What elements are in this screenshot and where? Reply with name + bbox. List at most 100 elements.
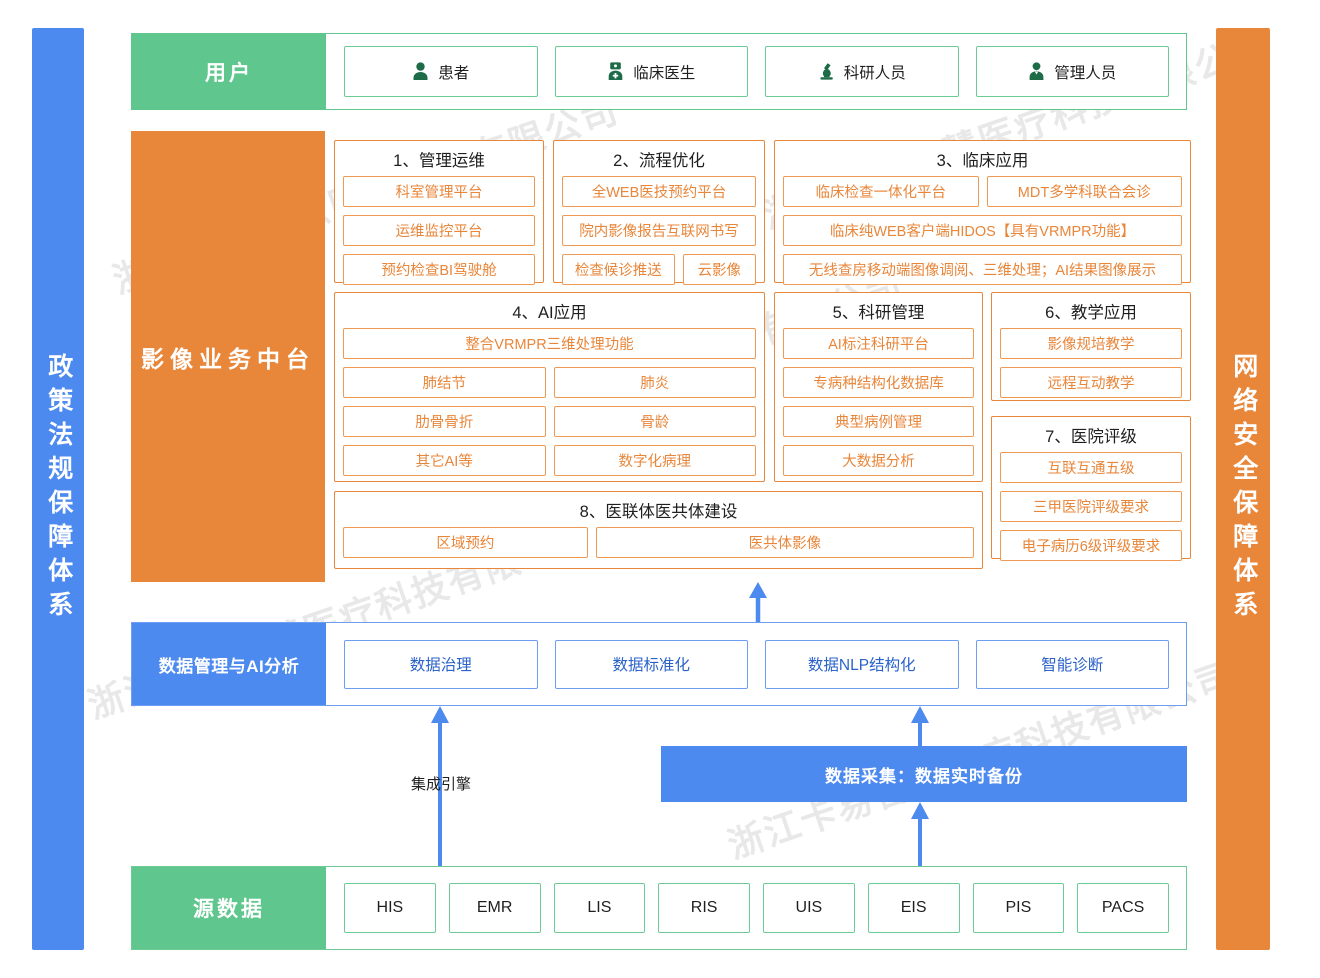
arrow-source-to-collection bbox=[911, 802, 929, 866]
source-card-his[interactable]: HIS bbox=[344, 883, 436, 933]
feature-box[interactable]: 电子病历6级评级要求 bbox=[1000, 530, 1182, 561]
group-row: 全WEB医技预约平台 bbox=[554, 176, 764, 215]
group-row: 预约检查BI驾驶舱 bbox=[335, 254, 543, 293]
group-row: 肺结节 肺炎 bbox=[335, 367, 764, 406]
group-row: 整合VRMPR三维处理功能 bbox=[335, 328, 764, 367]
source-card-uis[interactable]: UIS bbox=[763, 883, 855, 933]
person-icon bbox=[413, 62, 428, 80]
arrow-collection-to-data bbox=[911, 706, 929, 748]
feature-box[interactable]: 三甲医院评级要求 bbox=[1000, 491, 1182, 522]
group-row: AI标注科研平台 bbox=[775, 328, 982, 367]
user-card-label: 临床医生 bbox=[633, 64, 696, 82]
network-security-pillar: 网络安全保障体系 bbox=[1216, 28, 1270, 950]
feature-box[interactable]: 其它AI等 bbox=[343, 445, 546, 476]
feature-box[interactable]: 骨龄 bbox=[553, 406, 756, 437]
group-row: 远程互动教学 bbox=[992, 367, 1190, 406]
feature-box[interactable]: 专病种结构化数据库 bbox=[783, 367, 974, 398]
policy-regulation-pillar: 政策法规保障体系 bbox=[32, 28, 84, 950]
data-card-standardize[interactable]: 数据标准化 bbox=[554, 639, 748, 689]
group-row: 院内影像报告互联网书写 bbox=[554, 215, 764, 254]
user-card-label: 患者 bbox=[438, 64, 470, 82]
group-title: 6、教学应用 bbox=[1045, 304, 1137, 322]
users-band: 用户 患者 临床医生 bbox=[131, 33, 1187, 110]
microscope-icon bbox=[820, 63, 833, 80]
group-title: 4、AI应用 bbox=[512, 304, 587, 322]
group-title: 3、临床应用 bbox=[936, 152, 1029, 170]
data-collection-box: 数据采集：数据实时备份 bbox=[661, 746, 1187, 802]
group-row: 科室管理平台 bbox=[335, 176, 543, 215]
feature-box[interactable]: 运维监控平台 bbox=[343, 215, 535, 246]
feature-box[interactable]: 区域预约 bbox=[343, 527, 588, 558]
user-card-researcher[interactable]: 科研人员 bbox=[765, 46, 959, 97]
source-card-pacs[interactable]: PACS bbox=[1077, 883, 1169, 933]
source-card-lis[interactable]: LIS bbox=[553, 883, 646, 933]
group-card-6: 6、教学应用 影像规培教学 远程互动教学 bbox=[991, 292, 1191, 401]
users-band-label: 用户 bbox=[132, 34, 326, 109]
data-card-governance[interactable]: 数据治理 bbox=[344, 639, 538, 689]
source-card-emr[interactable]: EMR bbox=[448, 883, 541, 933]
feature-box[interactable]: 医共体影像 bbox=[595, 527, 974, 558]
feature-box[interactable]: AI标注科研平台 bbox=[783, 328, 974, 359]
group-row: 电子病历6级评级要求 bbox=[992, 530, 1190, 569]
group-title: 2、流程优化 bbox=[613, 152, 705, 170]
arrow-data-to-platform bbox=[749, 582, 767, 624]
data-management-band: 数据管理与AI分析 数据治理 数据标准化 数据NLP结构化 智能诊断 bbox=[131, 622, 1187, 706]
feature-box[interactable]: 远程互动教学 bbox=[1000, 367, 1182, 398]
feature-box[interactable]: 临床纯WEB客户端HIDOS【具有VRMPR功能】 bbox=[783, 215, 1182, 246]
feature-box[interactable]: 影像规培教学 bbox=[1000, 328, 1182, 359]
group-row: 其它AI等 数字化病理 bbox=[335, 445, 764, 484]
group-row: 肋骨骨折 骨龄 bbox=[335, 406, 764, 445]
feature-box[interactable]: 数字化病理 bbox=[553, 445, 756, 476]
feature-box[interactable]: 肺炎 bbox=[553, 367, 756, 398]
feature-box[interactable]: 科室管理平台 bbox=[343, 176, 535, 207]
group-card-1: 1、管理运维 科室管理平台 运维监控平台 预约检查BI驾驶舱 bbox=[334, 140, 544, 285]
user-card-clinician[interactable]: 临床医生 bbox=[554, 46, 748, 97]
group-title: 5、科研管理 bbox=[832, 304, 925, 322]
group-card-8: 8、医联体医共体建设 区域预约 医共体影像 bbox=[334, 491, 983, 569]
feature-box[interactable]: 院内影像报告互联网书写 bbox=[562, 215, 756, 246]
source-data-card-row: HIS EMR LIS RIS UIS EIS PIS PACS bbox=[327, 867, 1186, 949]
feature-box[interactable]: 肋骨骨折 bbox=[343, 406, 546, 437]
source-card-pis[interactable]: PIS bbox=[972, 883, 1065, 933]
arrow-integration-engine bbox=[431, 706, 449, 866]
feature-box[interactable]: 整合VRMPR三维处理功能 bbox=[343, 328, 756, 359]
group-row: 运维监控平台 bbox=[335, 215, 543, 254]
source-data-label: 源数据 bbox=[132, 867, 326, 949]
integration-engine-label: 集成引擎 bbox=[410, 776, 471, 793]
user-card-patient[interactable]: 患者 bbox=[344, 46, 538, 97]
feature-box[interactable]: 全WEB医技预约平台 bbox=[562, 176, 756, 207]
group-row: 区域预约 医共体影像 bbox=[335, 527, 982, 566]
user-card-label: 科研人员 bbox=[843, 64, 906, 82]
feature-box[interactable]: 肺结节 bbox=[343, 367, 546, 398]
group-row: 三甲医院评级要求 bbox=[992, 491, 1190, 530]
source-card-eis[interactable]: EIS bbox=[867, 883, 960, 933]
group-title: 7、医院评级 bbox=[1045, 428, 1137, 446]
feature-box[interactable]: 检查候诊推送 bbox=[562, 254, 675, 285]
feature-box[interactable]: 典型病例管理 bbox=[783, 406, 974, 437]
data-card-nlp-structure[interactable]: 数据NLP结构化 bbox=[765, 639, 959, 689]
group-row: 临床纯WEB客户端HIDOS【具有VRMPR功能】 bbox=[775, 215, 1190, 254]
feature-box[interactable]: 无线查房移动端图像调阅、三维处理；AI结果图像展示 bbox=[783, 254, 1182, 285]
feature-box[interactable]: MDT多学科联合会诊 bbox=[986, 176, 1182, 207]
group-card-7: 7、医院评级 互联互通五级 三甲医院评级要求 电子病历6级评级要求 bbox=[991, 416, 1191, 561]
feature-box[interactable]: 互联互通五级 bbox=[1000, 452, 1182, 483]
data-card-smart-diag[interactable]: 智能诊断 bbox=[975, 639, 1169, 689]
feature-box[interactable]: 云影像 bbox=[682, 254, 756, 285]
group-row: 大数据分析 bbox=[775, 445, 982, 484]
group-row: 临床检查一体化平台 MDT多学科联合会诊 bbox=[775, 176, 1190, 215]
imaging-platform-label: 影像业务中台 bbox=[131, 131, 325, 582]
imaging-platform-band: 影像业务中台 1、管理运维 科室管理平台 运维监控平台 预约检查BI驾驶舱 2、… bbox=[131, 131, 1191, 582]
user-card-administrator[interactable]: 管理人员 bbox=[975, 46, 1169, 97]
feature-box[interactable]: 大数据分析 bbox=[783, 445, 974, 476]
data-management-label: 数据管理与AI分析 bbox=[132, 623, 326, 705]
group-card-5: 5、科研管理 AI标注科研平台 专病种结构化数据库 典型病例管理 大数据分析 bbox=[774, 292, 983, 482]
feature-box[interactable]: 预约检查BI驾驶舱 bbox=[343, 254, 535, 285]
group-card-4: 4、AI应用 整合VRMPR三维处理功能 肺结节 肺炎 肋骨骨折 骨龄 其它AI… bbox=[334, 292, 765, 482]
feature-box[interactable]: 临床检查一体化平台 bbox=[783, 176, 979, 207]
source-data-band: 源数据 HIS EMR LIS RIS UIS EIS PIS PACS bbox=[131, 866, 1187, 950]
group-card-3: 3、临床应用 临床检查一体化平台 MDT多学科联合会诊 临床纯WEB客户端HID… bbox=[774, 140, 1191, 285]
group-row: 影像规培教学 bbox=[992, 328, 1190, 367]
source-card-ris[interactable]: RIS bbox=[658, 883, 750, 933]
users-card-row: 患者 临床医生 科研人员 bbox=[327, 34, 1186, 109]
